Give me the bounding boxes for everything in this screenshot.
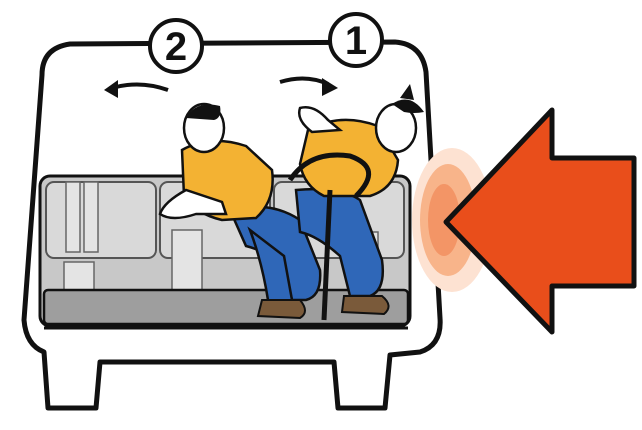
passenger-two-shoe (258, 300, 305, 318)
seat-slot-left-b (84, 182, 98, 252)
callout-one-label: 1 (345, 19, 367, 63)
passenger-one-shoe (342, 296, 389, 314)
callout-two-label: 2 (165, 25, 187, 69)
seat-cushion-left (46, 182, 156, 258)
large-arrow-left-icon (446, 110, 634, 332)
seat-slot-mid (172, 230, 202, 290)
callout-two: 2 (150, 20, 202, 72)
seat-slot-left (66, 182, 80, 252)
callout-one: 1 (330, 14, 382, 66)
